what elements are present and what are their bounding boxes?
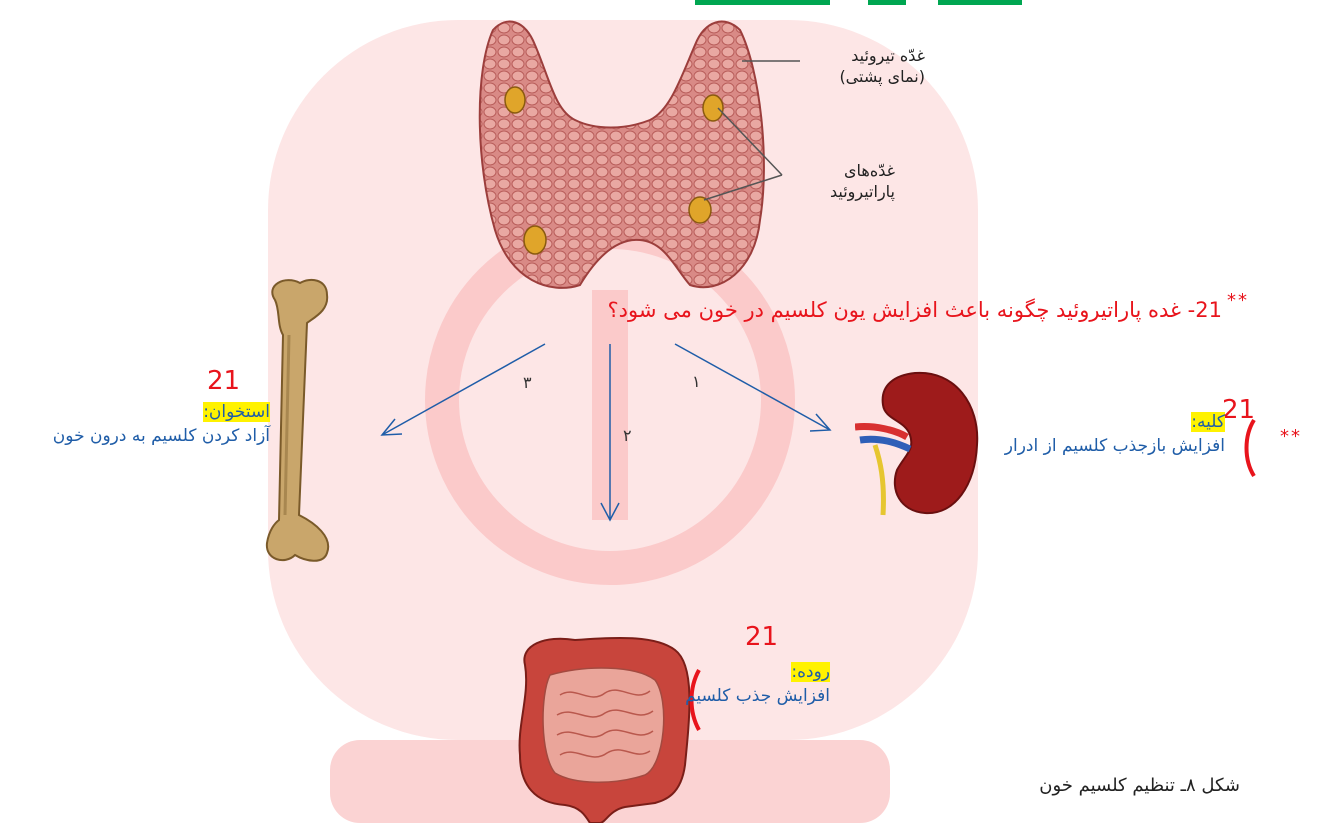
top-tab-mark — [938, 0, 1022, 5]
intestine-number: 21 — [745, 622, 778, 652]
kidney-bracket — [1240, 418, 1260, 478]
kidney-desc: افزایش بازجذب کلسیم از ادرار — [990, 434, 1225, 458]
parathyroid-label: غدّه‌های پاراتیروئید — [785, 160, 895, 202]
kidney-stars: ** — [1280, 426, 1302, 447]
kidney-illustration — [855, 365, 985, 520]
figure-caption: شکل ۸ـ تنظیم کلسیم خون — [960, 775, 1240, 796]
thyroid-label: غدّه تیروئید (نمای پشتی) — [805, 45, 925, 87]
regulation-arrows — [370, 330, 850, 530]
arrow-label-1: ۱ — [692, 372, 701, 391]
intestine-title: روده: — [791, 662, 830, 682]
question-text: 21- غده پاراتیروئید چگونه باعث افزایش یو… — [540, 298, 1222, 322]
kidney-text: کلیه: افزایش بازجذب کلسیم از ادرار — [990, 410, 1225, 458]
top-tab-mark — [868, 0, 906, 5]
parathyroid-label-line-2: پاراتیروئید — [785, 181, 895, 202]
intestine-text: روده: افزایش جذب کلسیم — [700, 660, 830, 708]
kidney-title: کلیه: — [1191, 412, 1225, 432]
question-stars: ** — [1227, 290, 1249, 311]
thyroid-label-line-2: (نمای پشتی) — [805, 66, 925, 87]
intestine-illustration — [505, 625, 700, 823]
bone-text: استخوان: آزاد کردن کلسیم به درون خون — [0, 400, 270, 448]
arrow-to-bone — [382, 344, 545, 435]
thyroid-label-line-1: غدّه تیروئید — [805, 45, 925, 66]
bone-desc: آزاد کردن کلسیم به درون خون — [0, 424, 270, 448]
parathyroid-label-line-1: غدّه‌های — [785, 160, 895, 181]
top-tab-mark — [695, 0, 830, 5]
bone-number: 21 — [207, 366, 240, 396]
arrow-label-2: ۲ — [623, 426, 632, 445]
arrow-label-3: ۳ — [523, 373, 532, 392]
bone-title: استخوان: — [203, 402, 270, 422]
intestine-desc: افزایش جذب کلسیم — [700, 684, 830, 708]
